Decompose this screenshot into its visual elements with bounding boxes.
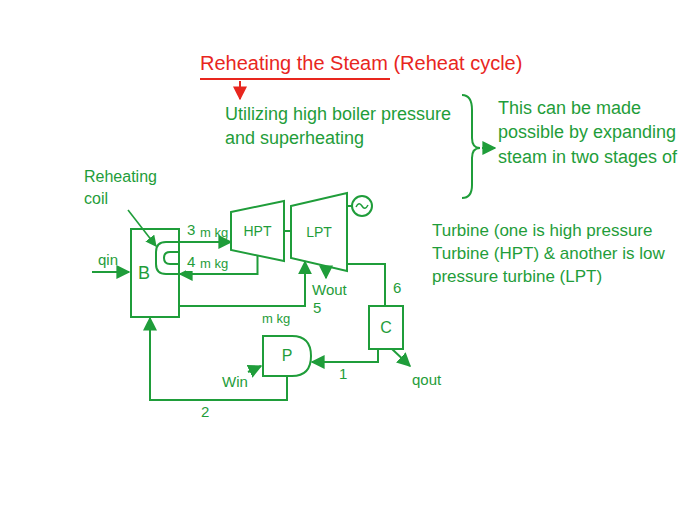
high-pressure-turbine-shape [231,201,284,261]
flow-line [180,262,305,306]
note: Turbine (one is high pressure Turbine (H… [432,220,687,289]
part-name: Reheating coil [84,166,164,209]
mass-flow: m kg [262,310,290,328]
generator-symbol [356,204,368,209]
state-number: 1 [338,366,348,383]
flow-line [347,264,385,305]
generator [352,196,372,216]
node-label: B [138,263,150,284]
heat-in-arrow [92,271,129,273]
low-pressure-turbine: LPT [290,192,348,272]
work-in-arrow [248,366,261,372]
node-label: LPT [306,224,332,240]
work-output: Wout [312,280,347,300]
heat-out-arrow [392,349,410,366]
mass-flow: m kg [200,224,228,242]
node-label: C [380,319,392,337]
state-number: 2 [200,404,210,421]
high-pressure-turbine: HPT [230,200,285,262]
low-pressure-turbine-shape [291,193,347,271]
state-number: 4 [186,254,196,271]
flow-line [312,350,378,362]
brace-arrow [482,147,495,149]
work-input: Win [222,372,248,392]
flow-line [150,318,287,400]
condenser: C [368,305,404,350]
boiler: B [130,228,180,318]
brace [462,95,480,198]
flow-line [284,230,291,232]
node-label: P [282,347,293,365]
node-label: HPT [244,223,272,239]
state-number: 5 [312,300,322,317]
state-number: 3 [186,222,196,239]
flow-line [180,241,231,243]
statement: Utilizing high boiler pressure and super… [225,102,460,151]
title-underline [200,78,390,80]
pump: P [262,335,312,377]
title: Reheating the Steam (Reheat cycle) [200,50,522,77]
state-number: 6 [392,280,402,297]
heat-output: qout [412,370,441,390]
note: This can be made possible by expanding s… [498,96,683,169]
work-out-arrow [325,269,327,278]
title-arrow [239,81,241,99]
mass-flow: m kg [200,255,228,273]
heat-input: qin [98,250,118,270]
pump-shape [263,336,311,376]
reheating-coil [156,242,180,274]
